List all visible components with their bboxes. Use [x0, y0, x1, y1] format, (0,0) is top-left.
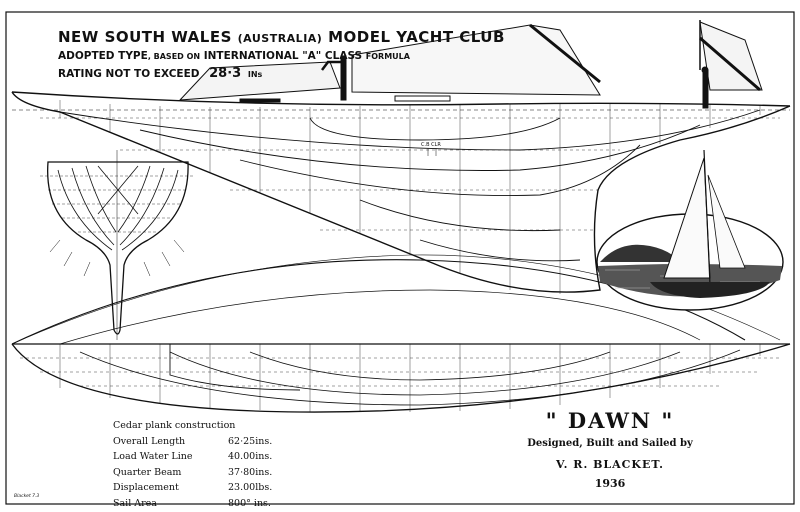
spec-label: Sail Area	[113, 497, 157, 509]
section-frames	[57, 165, 179, 251]
spec-value: 37·80ins.	[228, 466, 273, 478]
spec-row: Displacement 23.00lbs.	[113, 480, 272, 496]
hull-profile	[11, 91, 791, 293]
specifications-block: Cedar plank construction Overall Length 6…	[113, 418, 272, 511]
main-sail-lower	[351, 24, 601, 96]
spec-label: Displacement	[113, 482, 179, 493]
rating-label: RATING NOT TO EXCEED	[58, 68, 200, 80]
section-rays	[49, 239, 185, 277]
profile-stations	[59, 100, 761, 294]
mizzen-sail-lower	[699, 21, 763, 91]
rating-unit: INs	[247, 70, 263, 79]
spec-value: 23.00lbs.	[228, 482, 273, 493]
spec-row: Sail Area 800° ins.	[113, 496, 272, 512]
club-country: (AUSTRALIA)	[237, 32, 323, 45]
cb-clr-annotation: C.B CLR	[421, 142, 441, 148]
section-outline	[47, 161, 189, 335]
mizzen-boom	[699, 36, 761, 92]
hatch	[394, 95, 451, 102]
spec-row: Overall Length 62·25ins.	[113, 434, 272, 450]
spec-row: Quarter Beam 37·80ins.	[113, 465, 272, 481]
rating-value: 28·3	[209, 66, 242, 81]
club-title: NEW SOUTH WALES (AUSTRALIA) MODEL YACHT …	[58, 28, 505, 46]
spec-label: Load Water Line	[113, 451, 193, 462]
mizzen-post	[702, 69, 709, 109]
formula-word: FORMULA	[365, 52, 410, 61]
spec-value: 62·25ins.	[228, 435, 273, 447]
spec-label: Overall Length	[113, 435, 186, 447]
designer-name: V. R. BLACKET.	[556, 458, 664, 471]
based-on-label: , BASED ON	[147, 52, 201, 61]
design-year: 1936	[594, 477, 626, 490]
half-breadth-view	[11, 254, 791, 413]
mast-stub	[340, 55, 347, 101]
sheer-line	[11, 91, 791, 107]
club-name-rest: MODEL YACHT CLUB	[328, 28, 505, 46]
sailing-vignette	[596, 149, 784, 311]
adopted-type-label: ADOPTED TYPE	[58, 50, 148, 62]
plan-hull-outline	[11, 343, 791, 413]
body-section-view	[40, 150, 195, 340]
spec-row: Load Water Line 40.00ins.	[113, 449, 272, 465]
buttock-lines	[59, 109, 761, 262]
signature: Blacket 7.3	[14, 494, 40, 499]
jib-boom	[321, 60, 345, 71]
rating-line: RATING NOT TO EXCEED 28·3 INs	[58, 66, 262, 81]
profile-view	[11, 20, 791, 294]
spec-value: 40.00ins.	[228, 451, 273, 462]
construction-note: Cedar plank construction	[113, 420, 236, 431]
headland	[600, 244, 680, 262]
yacht-name: " DAWN "	[545, 408, 675, 433]
spec-value: 800° ins.	[228, 497, 271, 509]
yacht-jib	[707, 174, 746, 269]
spec-label: Quarter Beam	[113, 466, 182, 478]
yacht-hull	[650, 282, 770, 298]
formula-name: INTERNATIONAL "A" CLASS	[203, 50, 363, 62]
designed-by-label: Designed, Built and Sailed by	[527, 438, 693, 449]
adopted-type-line: ADOPTED TYPE, BASED ON INTERNATIONAL "A"…	[58, 50, 410, 62]
plan-stations	[59, 344, 761, 412]
boom	[529, 23, 601, 84]
sheet-border	[5, 11, 795, 505]
club-name: NEW SOUTH WALES	[58, 28, 232, 46]
